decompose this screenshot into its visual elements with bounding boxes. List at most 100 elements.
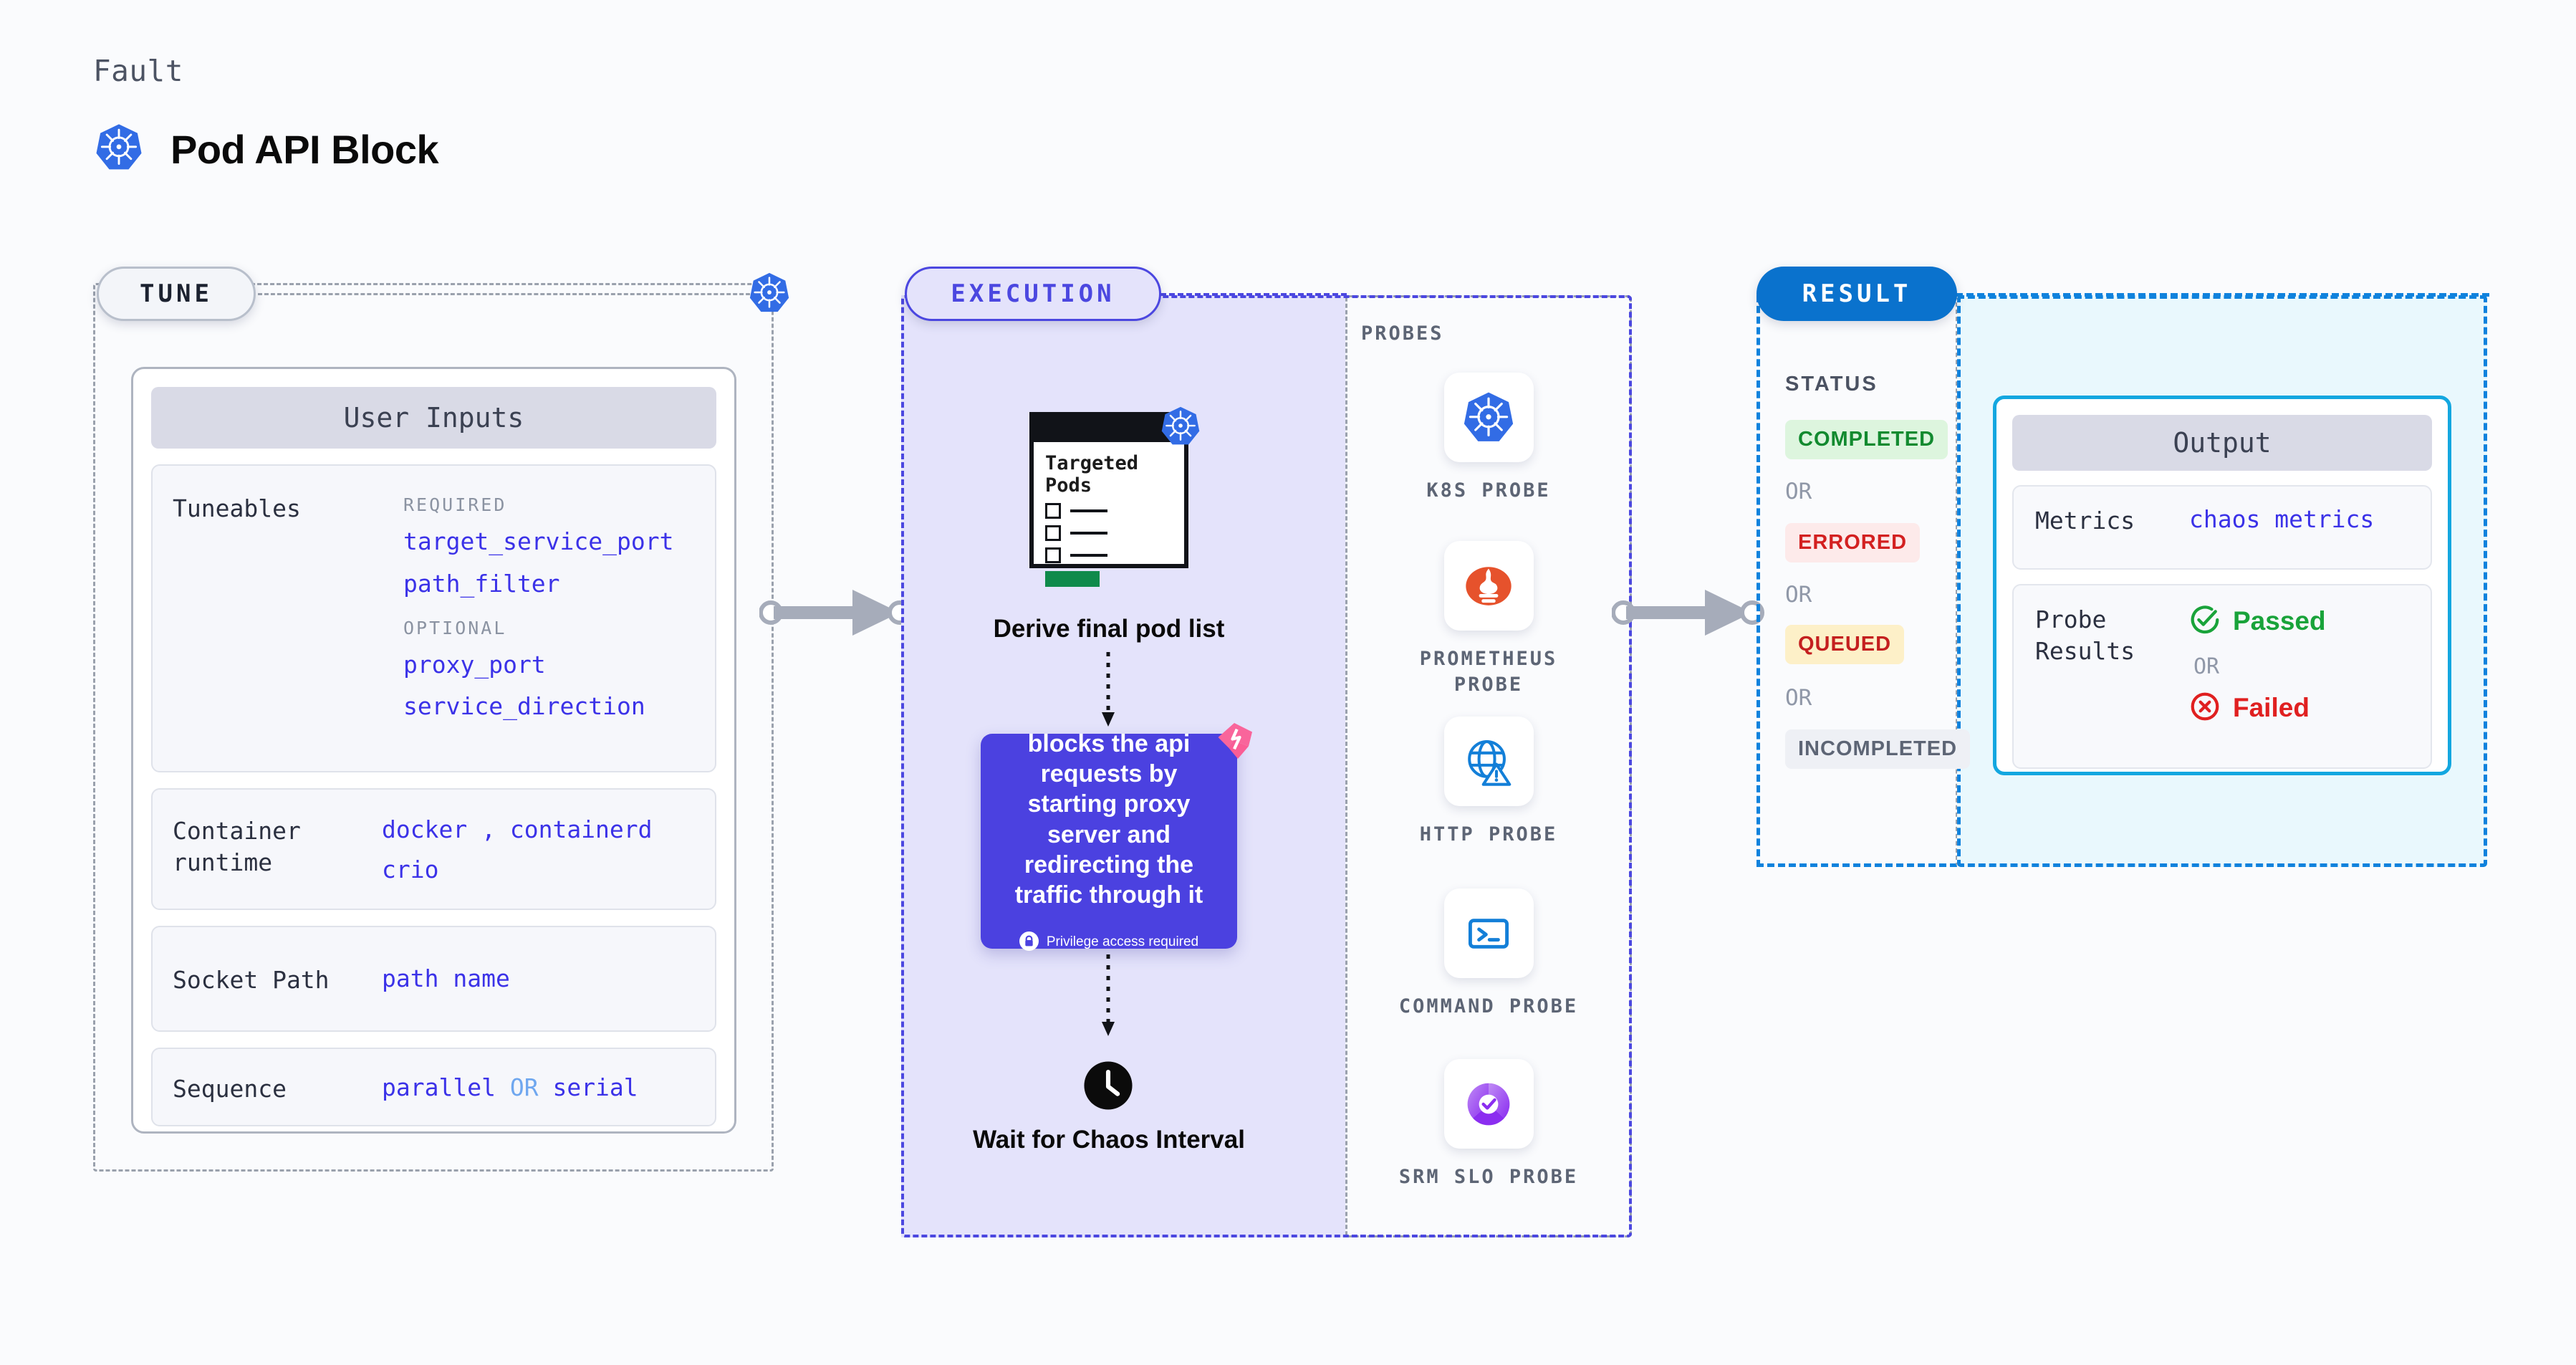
x-circle-icon <box>2189 691 2221 725</box>
checkbox-icon[interactable] <box>1045 547 1061 564</box>
runtime-crio[interactable]: crio <box>382 856 439 883</box>
metrics-row: Metrics chaos metrics <box>2012 485 2432 570</box>
passed-label: Passed <box>2233 606 2326 636</box>
sequence-serial[interactable]: serial <box>552 1073 638 1101</box>
kubernetes-icon <box>1159 405 1202 451</box>
tune-region <box>93 283 774 1172</box>
probe-command[interactable]: COMMAND PROBE <box>1392 889 1585 1020</box>
tune-connector-line <box>258 293 763 295</box>
chaos-action-text: blocks the api requests by starting prox… <box>1014 730 1203 909</box>
socket-path-value[interactable]: path name <box>382 964 510 992</box>
tuneable-target-service-port[interactable]: target_service_port <box>403 527 674 555</box>
targeted-pods-card: Targeted Pods <box>1029 412 1188 588</box>
terminal-icon <box>1443 889 1534 978</box>
arrow-down-to-action <box>1102 652 1115 727</box>
probe-result-or: OR <box>2193 654 2220 679</box>
container-runtime-label: Container runtime <box>173 817 301 876</box>
probe-srm-slo-label: SRM SLO PROBE <box>1398 1166 1579 1188</box>
probe-results-label: Probe Results <box>2035 605 2135 665</box>
privilege-note-text: Privilege access required <box>1046 934 1199 950</box>
container-runtime-row: Container runtime docker , containerd cr… <box>151 788 716 910</box>
pods-title-line2: Pods <box>1045 474 1092 497</box>
pods-list-item <box>1045 503 1173 519</box>
probe-command-label: COMMAND PROBE <box>1398 995 1579 1017</box>
runtime-docker[interactable]: docker <box>382 815 468 843</box>
container-runtime-values: docker , containerd <box>382 815 653 843</box>
privilege-note: Privilege access required <box>1019 931 1198 954</box>
kubernetes-icon <box>93 122 145 176</box>
sequence-or: OR <box>509 1073 539 1101</box>
page-title-text: Pod API Block <box>170 126 439 172</box>
prometheus-icon <box>1443 541 1534 631</box>
pods-card-titlebar <box>1034 416 1184 442</box>
optional-label: OPTIONAL <box>403 618 507 638</box>
derive-pod-list-label: Derive final pod list <box>993 615 1225 643</box>
probe-k8s-label: K8S PROBE <box>1426 479 1551 502</box>
probe-http[interactable]: HTTP PROBE <box>1392 717 1585 848</box>
fault-eyebrow: Fault <box>93 54 183 88</box>
sequence-label: Sequence <box>173 1075 287 1103</box>
checkbox-icon[interactable] <box>1045 503 1061 519</box>
output-card: Output Metrics chaos metrics Probe Resul… <box>1993 396 2451 775</box>
result-pill[interactable]: RESULT <box>1756 267 1957 321</box>
http-globe-icon <box>1443 717 1534 806</box>
result-connector-line <box>1956 293 2489 297</box>
execution-region <box>901 295 1632 1237</box>
tuneables-label: Tuneables <box>173 494 301 522</box>
status-badge-queued: QUEUED <box>1785 625 1905 664</box>
pods-list-item <box>1045 525 1173 542</box>
chaos-action-card: blocks the api requests by starting prox… <box>981 730 1237 951</box>
kubernetes-icon <box>1443 373 1534 462</box>
required-label: REQUIRED <box>403 494 507 515</box>
probe-http-label: HTTP PROBE <box>1419 823 1558 846</box>
page-title: Pod API Block <box>93 122 439 176</box>
probe-result-failed: Failed <box>2189 691 2326 725</box>
runtime-containerd[interactable]: containerd <box>509 815 653 843</box>
lock-icon <box>1019 931 1039 954</box>
probe-result-passed: Passed <box>2189 604 2326 638</box>
srm-slo-icon <box>1443 1059 1534 1149</box>
status-badge-incompleted: INCOMPLETED <box>1785 729 1971 769</box>
socket-path-label: Socket Path <box>173 966 330 994</box>
socket-path-row: Socket Path path name <box>151 926 716 1032</box>
kubernetes-badge-icon <box>747 271 792 318</box>
tuneable-path-filter[interactable]: path_filter <box>403 570 560 598</box>
check-circle-icon <box>2189 604 2221 638</box>
sequence-values: parallel OR serial <box>382 1073 638 1101</box>
metrics-label: Metrics <box>2035 507 2135 535</box>
chaos-corner-icon <box>1213 719 1256 765</box>
probe-k8s[interactable]: K8S PROBE <box>1392 373 1585 504</box>
pods-confirm-button[interactable] <box>1045 571 1100 588</box>
arrow-tune-to-execution <box>759 590 912 636</box>
metrics-value[interactable]: chaos metrics <box>2189 505 2375 533</box>
status-or: OR <box>1785 479 1812 504</box>
probe-results-row: Probe Results Passed OR <box>2012 584 2432 769</box>
tuneable-proxy-port[interactable]: proxy_port <box>403 651 546 679</box>
probe-prometheus-label: PROMETHEUS PROBE <box>1419 648 1558 696</box>
execution-pill[interactable]: EXECUTION <box>905 267 1161 321</box>
probes-title: PROBES <box>1361 322 1444 345</box>
wait-for-chaos-interval-label: Wait for Chaos Interval <box>973 1126 1245 1154</box>
status-or: OR <box>1785 582 1812 608</box>
checkbox-icon[interactable] <box>1045 525 1061 542</box>
status-badge-completed: COMPLETED <box>1785 420 1948 459</box>
execution-connector-line <box>1160 293 1347 296</box>
user-inputs-card: User Inputs Tuneables REQUIRED target_se… <box>131 367 736 1134</box>
probe-prometheus[interactable]: PROMETHEUS PROBE <box>1392 541 1585 699</box>
arrow-down-to-wait <box>1102 954 1115 1036</box>
user-inputs-title: User Inputs <box>151 387 716 449</box>
tune-pill[interactable]: TUNE <box>97 267 256 321</box>
sequence-parallel[interactable]: parallel <box>382 1073 496 1101</box>
probe-srm-slo[interactable]: SRM SLO PROBE <box>1392 1059 1585 1190</box>
pods-title-line1: Targeted <box>1045 452 1139 474</box>
arrow-execution-to-result <box>1612 590 1764 636</box>
runtime-separator: , <box>481 815 496 843</box>
tuneables-row: Tuneables REQUIRED target_service_port p… <box>151 464 716 772</box>
sequence-row: Sequence parallel OR serial <box>151 1048 716 1126</box>
pods-list-item <box>1045 547 1173 564</box>
failed-label: Failed <box>2233 693 2310 722</box>
clock-icon <box>1083 1060 1133 1113</box>
status-or: OR <box>1785 685 1812 711</box>
tuneable-service-direction[interactable]: service_direction <box>403 692 645 720</box>
